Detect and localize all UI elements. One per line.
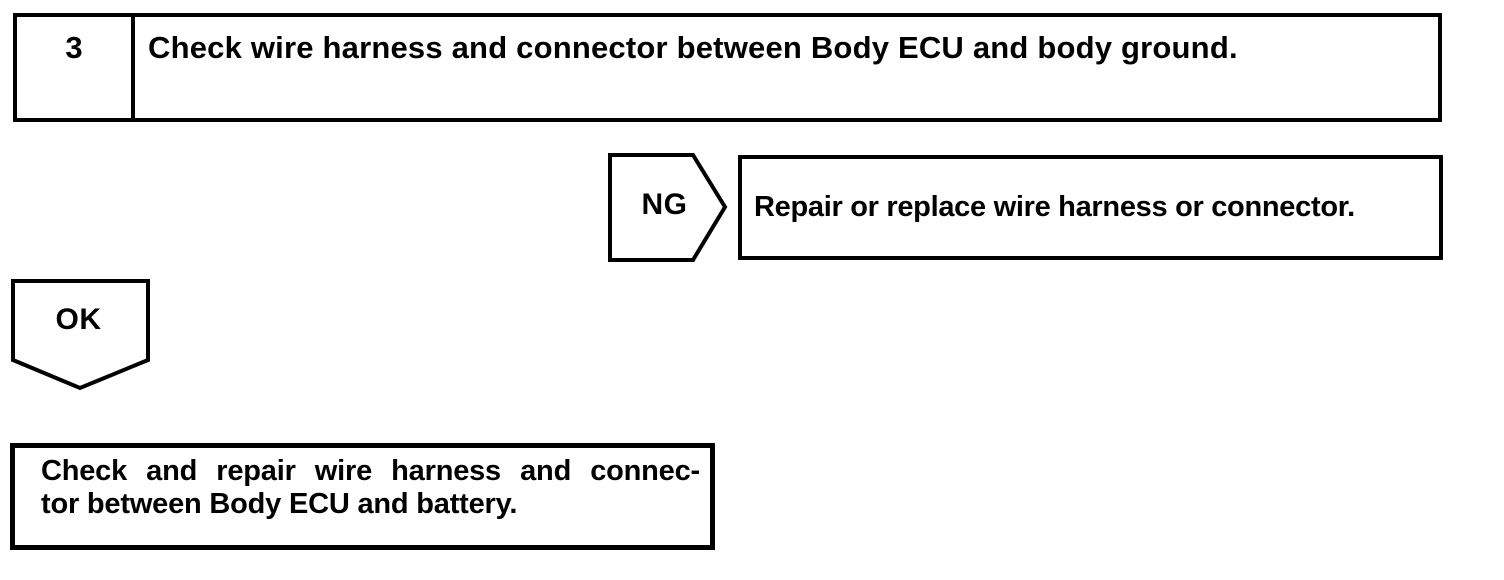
ng-pentagon-shape	[608, 153, 728, 262]
step-box: 3 Check wire harness and connector betwe…	[13, 13, 1442, 122]
ok-branch-label: OK	[55, 303, 102, 336]
result-text-line2: tor between Body ECU and battery.	[41, 488, 518, 520]
step-number-cell: 3	[17, 17, 135, 118]
ng-branch-label: NG	[641, 188, 688, 221]
ok-pentagon-outline	[11, 279, 150, 391]
ok-pentagon-shape	[11, 279, 150, 391]
result-box: Check and repair wire harness and connec…	[10, 443, 715, 550]
ng-action-box: Repair or replace wire harness or connec…	[738, 155, 1443, 260]
step-instruction-text: Check wire harness and connector between…	[148, 30, 1238, 65]
result-text-line1: Check and repair wire harness and connec…	[41, 455, 700, 487]
ng-pentagon-outline	[608, 153, 728, 262]
